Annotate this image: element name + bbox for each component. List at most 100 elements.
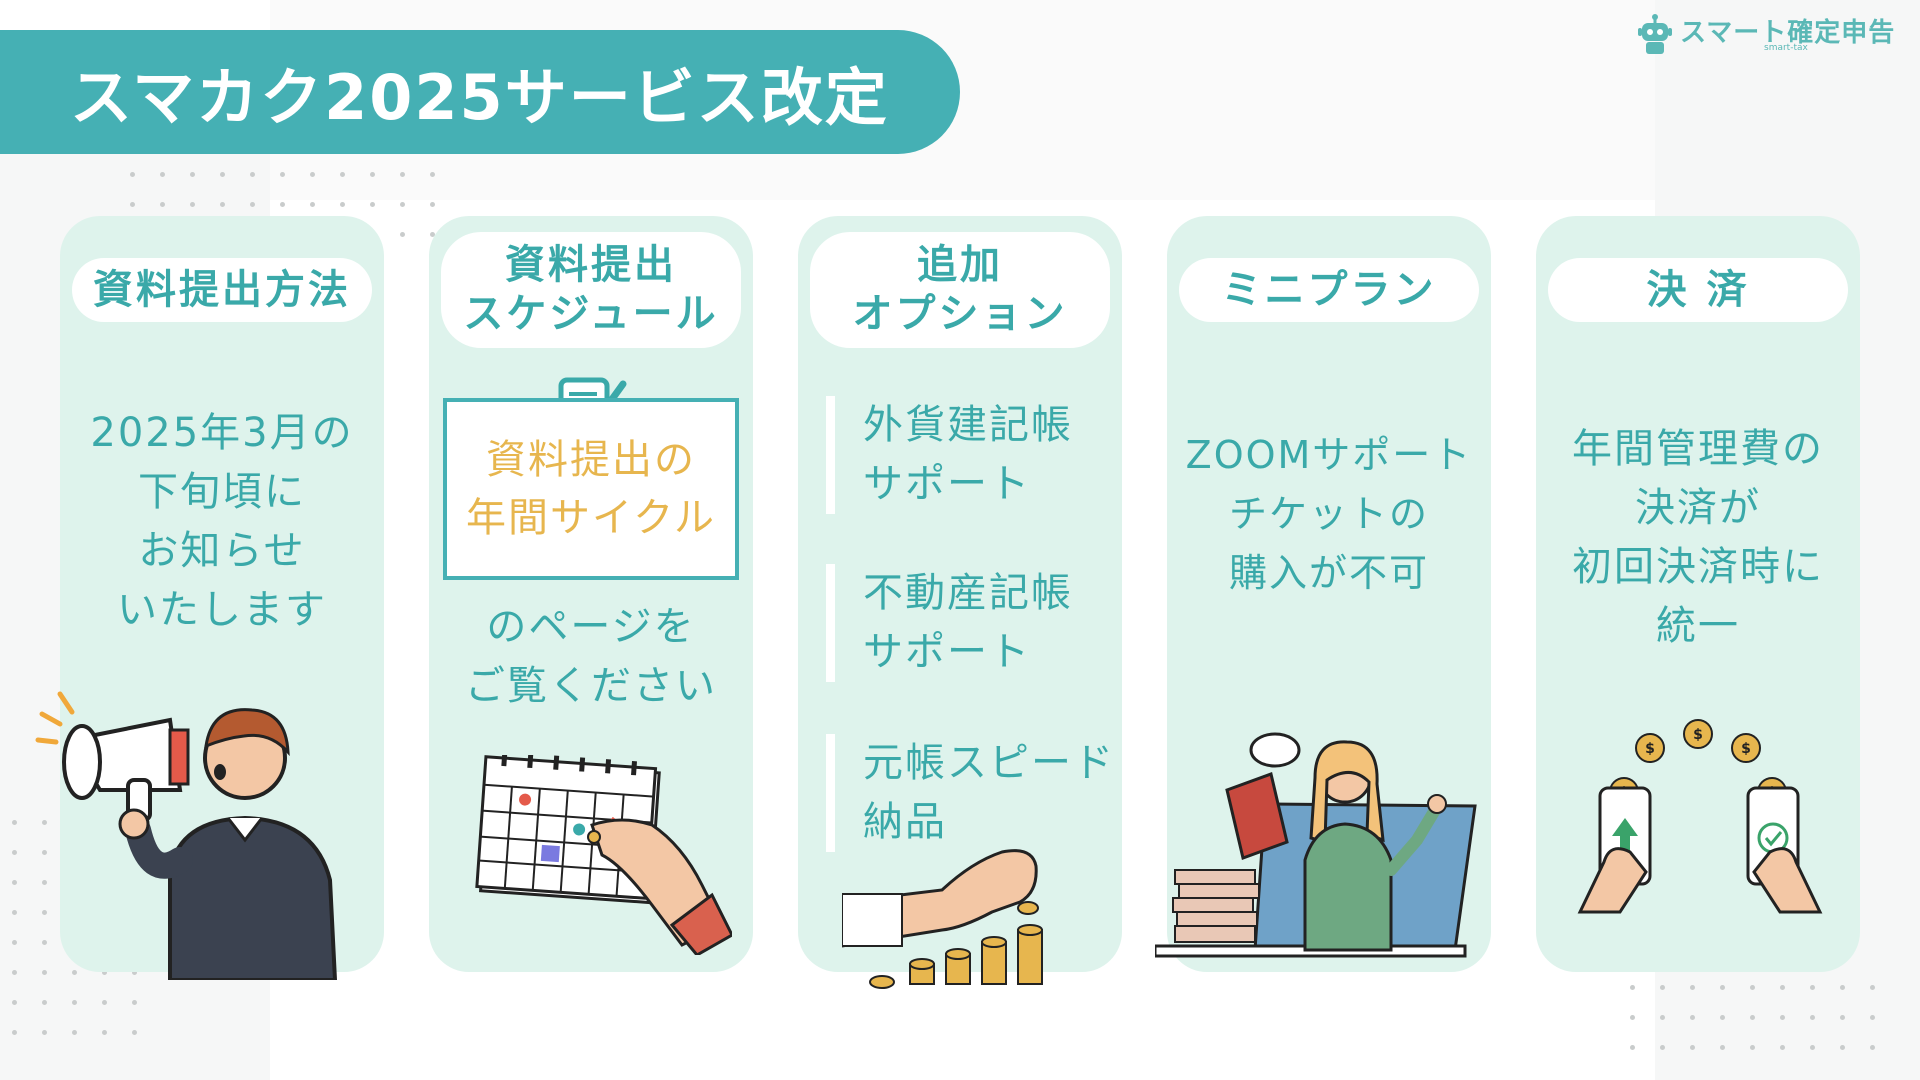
dot: [310, 202, 315, 207]
dot: [430, 232, 435, 237]
dot: [130, 172, 135, 177]
coins-stack-hand-icon: [842, 849, 1043, 989]
dot: [400, 172, 405, 177]
dot: [42, 970, 47, 975]
dot: [132, 1030, 137, 1035]
column-heading: 資料提出 スケジュール: [441, 232, 741, 348]
dot: [190, 172, 195, 177]
dot: [72, 1030, 77, 1035]
page-title: スマカク2025サービス改定: [70, 61, 889, 134]
dot: [280, 202, 285, 207]
dot: [220, 202, 225, 207]
dot: [1870, 985, 1875, 990]
megaphone-person-icon: [35, 691, 338, 980]
dot: [1840, 1045, 1845, 1050]
dot: [12, 850, 17, 855]
dot: [132, 970, 137, 975]
dot: [42, 1030, 47, 1035]
dot: [1870, 1045, 1875, 1050]
column-heading: 決 済: [1548, 258, 1848, 322]
dot: [1810, 1015, 1815, 1020]
dot: [1690, 985, 1695, 990]
dot: [1750, 1015, 1755, 1020]
dot: [1780, 985, 1785, 990]
calendar-hand-icon: [475, 755, 732, 955]
column-submission-method: 資料提出方法 2025年3月の 下旬頃に お知らせ いたします: [60, 216, 384, 972]
dot: [340, 202, 345, 207]
dot: [250, 202, 255, 207]
brand-logo: スマート確定申告 smart-tax: [1636, 10, 1906, 60]
dot: [1660, 1045, 1665, 1050]
dot: [1780, 1015, 1785, 1020]
dot: [102, 970, 107, 975]
dot: [12, 1030, 17, 1035]
dot: [12, 940, 17, 945]
dot: [430, 172, 435, 177]
dot: [1720, 1045, 1725, 1050]
dot: [12, 1000, 17, 1005]
column-heading: 追加 オプション: [810, 232, 1110, 348]
column-body: ZOOMサポート チケットの 購入が不可: [1185, 433, 1473, 595]
dot: [72, 970, 77, 975]
dot: [190, 202, 195, 207]
dot: [1870, 1015, 1875, 1020]
dot: [12, 820, 17, 825]
header-banner: スマカク2025サービス改定: [0, 30, 960, 154]
dot: [42, 910, 47, 915]
dot: [1750, 985, 1755, 990]
dot: [12, 880, 17, 885]
dot: [102, 1030, 107, 1035]
dot: [12, 910, 17, 915]
dot: [160, 172, 165, 177]
dot: [1660, 985, 1665, 990]
dot: [400, 232, 405, 237]
option-item-ledger-speed: 元帳スピード 納品: [826, 734, 1116, 852]
dot: [72, 1000, 77, 1005]
svg-text:$: $: [1693, 727, 1703, 743]
laptop-reader-icon: [1155, 732, 1477, 958]
column-heading: 資料提出方法: [72, 258, 372, 322]
dot: [1810, 1045, 1815, 1050]
dot: [1630, 1045, 1635, 1050]
column-payment: 決 済 年間管理費の 決済が 初回決済時に 統一: [1536, 216, 1860, 972]
dot: [250, 172, 255, 177]
dot: [430, 202, 435, 207]
dot: [132, 1000, 137, 1005]
schedule-link-box[interactable]: 資料提出の 年間サイクル: [443, 398, 739, 580]
dot: [1840, 1015, 1845, 1020]
dot: [1630, 985, 1635, 990]
logo-name: スマート確定申告: [1680, 18, 1896, 48]
dot: [1630, 1015, 1635, 1020]
dot: [1690, 1015, 1695, 1020]
dot: [42, 820, 47, 825]
option-item-foreign-currency: 外貨建記帳 サポート: [826, 396, 1116, 514]
robot-icon: [1638, 14, 1672, 54]
dot: [1780, 1045, 1785, 1050]
dot: [310, 172, 315, 177]
dot: [160, 202, 165, 207]
dot: [280, 172, 285, 177]
column-body: 2025年3月の 下旬頃に お知らせ いたします: [90, 410, 354, 633]
dot: [130, 202, 135, 207]
dot: [1810, 985, 1815, 990]
phone-payment-icon: $$$ $$: [1577, 719, 1823, 914]
dot: [42, 850, 47, 855]
dot: [1690, 1045, 1695, 1050]
dot: [42, 1000, 47, 1005]
dot: [1840, 985, 1845, 990]
dot: [1720, 1015, 1725, 1020]
dot: [220, 172, 225, 177]
dot: [42, 940, 47, 945]
option-item-real-estate: 不動産記帳 サポート: [826, 564, 1116, 682]
svg-text:$: $: [1741, 741, 1751, 757]
dot: [340, 172, 345, 177]
dot: [370, 202, 375, 207]
dot: [1660, 1015, 1665, 1020]
column-body: のページを ご覧ください: [465, 604, 717, 709]
dot: [400, 202, 405, 207]
column-heading: ミニプラン: [1179, 258, 1479, 322]
dot: [102, 1000, 107, 1005]
column-additional-options: 追加 オプション 外貨建記帳 サポート 不動産記帳 サポート 元帳スピード 納品: [798, 216, 1122, 972]
dot: [12, 970, 17, 975]
dot: [1750, 1045, 1755, 1050]
